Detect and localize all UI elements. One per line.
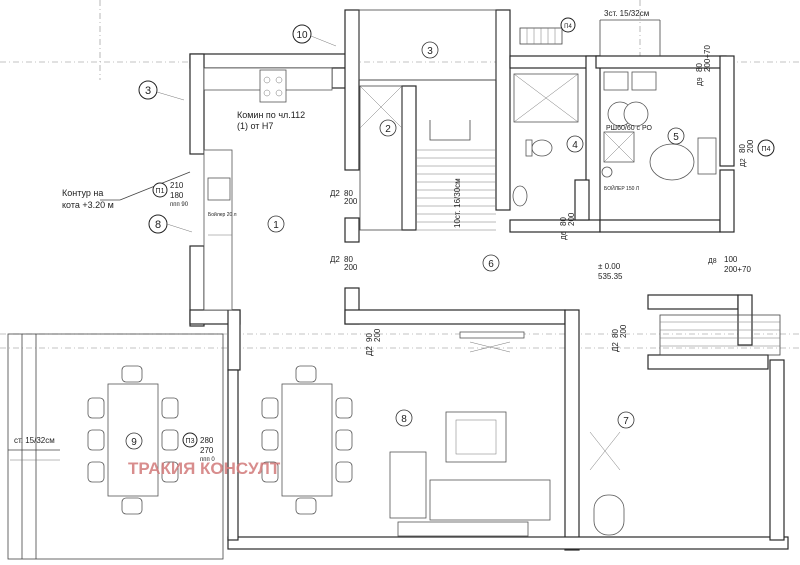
door-tag-d5-code: Д8 [708, 258, 717, 265]
window-tag-p4-top-code: П4 [564, 24, 572, 30]
walls [189, 9, 789, 551]
kitchen-counter [203, 67, 333, 311]
door-tag-d3: Д2 90 200 [365, 328, 382, 356]
room-labels: 1 2 3 4 5 6 7 8 9 [125, 41, 685, 450]
level-zero: ± 0.00 [598, 262, 621, 271]
boiler-label: Бойлер 20 л [208, 211, 237, 218]
window-tag-p4-top: П4 [560, 17, 576, 33]
door-tag-d1: Д2 80 200 [330, 189, 358, 206]
door-tag-d5: Д8 100 200+70 [708, 255, 751, 274]
door-tag-d5-w: 100 [724, 255, 738, 264]
window-tag-p4-right: П4 [757, 139, 775, 157]
window-tag-p3-w: 280 [200, 436, 214, 445]
door-tag-d8-w: 80 [738, 144, 747, 153]
boiler2-label: БОЙЛЕР 150 Л [604, 184, 639, 192]
room-label-5: 5 [673, 132, 679, 143]
chimney-note-line2: (1) от Н7 [237, 121, 273, 131]
door-tag-d7-w: 80 [559, 217, 568, 226]
living-room-furniture [389, 331, 551, 537]
door-tag-d6-w: 80 [695, 63, 704, 72]
tag-3: 3 [145, 85, 151, 97]
door-tag-d6-h: 200+70 [703, 45, 712, 72]
door-tag-d2-code: Д2 [330, 255, 340, 264]
door-tag-d7-h: 200 [567, 212, 576, 226]
terrace-area [7, 333, 224, 560]
boiler-room-fixtures [601, 71, 717, 181]
dining-table-inside [261, 365, 353, 515]
door-tag-d7: Д6 80 200 [559, 212, 576, 240]
door-tag-d8-h: 200 [746, 139, 755, 153]
level-abs: 535.35 [598, 272, 623, 281]
door-tag-d6-code: Д9 [697, 77, 704, 86]
door-tag-d1-h: 200 [344, 197, 358, 206]
door-tag-d3-w: 90 [365, 333, 374, 342]
door-tag-d7-code: Д6 [561, 231, 568, 240]
room-label-7: 7 [623, 416, 629, 427]
door-tag-d1-w: 80 [344, 189, 353, 198]
chimney-note-line1: Комин по чл.112 [237, 110, 305, 120]
staircase-exterior [519, 19, 661, 56]
window-tag-p4-code: П4 [762, 146, 771, 153]
dining-table-terrace [87, 365, 179, 515]
window-tag-p1-w: 210 [170, 181, 184, 190]
door-tag-d8: Д2 80 200 [738, 139, 755, 167]
staircase-main [359, 85, 496, 231]
window-tag-p1-code: П1 [156, 188, 165, 195]
door-tag-d2-w: 80 [344, 255, 353, 264]
contour-note-line2: кота +3.20 м [62, 200, 114, 210]
door-tag-d2: Д2 80 200 [330, 255, 358, 272]
door-tag-d3-code: Д2 [365, 346, 374, 356]
reference-tags: 3 8 10 [138, 24, 337, 234]
tag-10: 10 [296, 30, 308, 41]
room-label-3: 3 [427, 46, 433, 57]
shower-label: РШ60/60 с РО [606, 125, 653, 132]
door-tag-d4-code: Д2 [611, 342, 620, 352]
window-tag-p3-sill: ппп 0 [200, 457, 215, 463]
door-tag-d6: Д9 80 200+70 [695, 45, 712, 86]
door-tag-d3-h: 200 [373, 328, 382, 342]
room-label-9: 9 [131, 437, 137, 448]
bathroom-fixtures [512, 73, 579, 207]
window-tag-p1: П1 210 180 ппп 90 [152, 181, 189, 208]
door-tag-d4-w: 80 [611, 329, 620, 338]
annotations: Комин по чл.112 (1) от Н7 Контур на кота… [14, 9, 653, 445]
staircase-top [358, 9, 497, 81]
door-tag-d4: Д2 80 200 [611, 324, 628, 352]
window-tag-p3: П3 280 270 ппп 0 [182, 432, 215, 463]
door-tag-d8-code: Д2 [740, 158, 747, 167]
room-label-6: 6 [488, 259, 494, 270]
contour-note-line1: Контур на [62, 188, 103, 198]
room-label-4: 4 [572, 140, 578, 151]
door-tag-d2-h: 200 [344, 263, 358, 272]
room7-fixtures [589, 314, 781, 536]
window-tag-p1-sill: ппп 90 [170, 202, 189, 208]
stairs-left-note: ст. 15/32см [14, 436, 55, 445]
door-tag-d4-h: 200 [619, 324, 628, 338]
watermark: ТРАКИЯ КОНСУЛТ [128, 459, 281, 478]
window-tag-p1-h: 180 [170, 191, 184, 200]
room-label-1: 1 [273, 220, 279, 231]
room-label-2: 2 [385, 124, 391, 135]
door-tag-d5-h: 200+70 [724, 265, 751, 274]
stairs-top-note: 3ст. 15/32см [604, 9, 649, 18]
door-tag-d1-code: Д2 [330, 189, 340, 198]
window-tag-p3-code: П3 [186, 438, 195, 445]
tag-8: 8 [155, 219, 161, 231]
stairs-mid-note: 10ст. 16/30см [453, 178, 462, 228]
window-tag-p3-h: 270 [200, 446, 214, 455]
room-label-8: 8 [401, 414, 407, 425]
